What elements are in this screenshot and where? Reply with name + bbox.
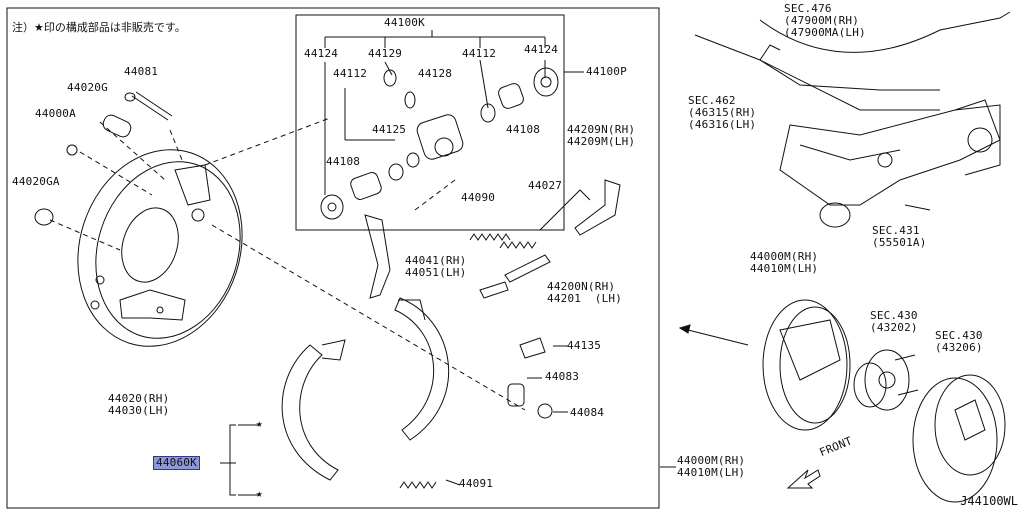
assembly-arrow bbox=[678, 324, 749, 346]
part-label-44112-right[interactable]: 44112 bbox=[462, 47, 497, 60]
part-label-44135[interactable]: 44135 bbox=[567, 339, 602, 352]
section-label-sec430-43202[interactable]: SEC.430 (43202) bbox=[870, 309, 918, 334]
part-label-44020[interactable]: 44020(RH) 44030(LH) bbox=[108, 392, 170, 417]
label-leaders bbox=[220, 204, 931, 496]
fastener-drawings bbox=[34, 91, 173, 226]
part-label-44200[interactable]: 44200N(RH) 44201 (LH) bbox=[547, 280, 623, 305]
part-label-44060K-selected[interactable]: 44060K bbox=[153, 456, 200, 470]
kit-bracket-lines bbox=[324, 30, 546, 195]
part-label-44100K[interactable]: 44100K bbox=[384, 16, 425, 29]
part-label-44112-left[interactable]: 44112 bbox=[333, 67, 368, 80]
part-label-44027[interactable]: 44027 bbox=[528, 179, 563, 192]
part-label-44129[interactable]: 44129 bbox=[368, 47, 403, 60]
part-label-44108-left[interactable]: 44108 bbox=[326, 155, 361, 168]
front-arrow bbox=[786, 469, 821, 489]
part-label-44090[interactable]: 44090 bbox=[461, 191, 496, 204]
section-label-sec476[interactable]: SEC.476 (47900M(RH) (47900MA(LH) bbox=[784, 2, 866, 39]
part-label-44124-right[interactable]: 44124 bbox=[524, 43, 559, 56]
vehicle-assembly-drawing bbox=[694, 11, 1011, 228]
part-label-44000M-side[interactable]: 44000M(RH) 44010M(LH) bbox=[750, 250, 819, 275]
hub-drum-drawing bbox=[762, 299, 1006, 503]
part-label-44000M-main[interactable]: 44000M(RH) 44010M(LH) bbox=[677, 454, 746, 479]
part-label-44081[interactable]: 44081 bbox=[124, 65, 159, 78]
part-label-44128[interactable]: 44128 bbox=[418, 67, 453, 80]
part-label-44020G[interactable]: 44020G bbox=[67, 81, 108, 94]
part-label-44209[interactable]: 44209N(RH) 44209M(LH) bbox=[567, 123, 636, 148]
part-label-44091[interactable]: 44091 bbox=[459, 477, 494, 490]
section-label-sec462[interactable]: SEC.462 (46315(RH) (46316(LH) bbox=[688, 94, 757, 131]
non-sale-note: 注）★印の構成部品は非販売です。 bbox=[12, 21, 186, 34]
part-label-44083[interactable]: 44083 bbox=[545, 370, 580, 383]
kit-44100K-box bbox=[295, 14, 565, 231]
section-label-sec431[interactable]: SEC.431 (55501A) bbox=[872, 224, 927, 249]
part-label-44041[interactable]: 44041(RH) 44051(LH) bbox=[405, 254, 467, 279]
part-label-44084[interactable]: 44084 bbox=[570, 406, 605, 419]
non-sale-star-top: ★ bbox=[256, 417, 263, 430]
spring-drawings bbox=[364, 179, 621, 489]
part-label-44100P[interactable]: 44100P bbox=[586, 65, 627, 78]
drawing-code: J44100WL bbox=[960, 494, 1018, 508]
main-frame bbox=[6, 7, 660, 509]
part-label-44125[interactable]: 44125 bbox=[372, 123, 407, 136]
backing-plate-drawing bbox=[77, 149, 243, 347]
part-label-44000A[interactable]: 44000A bbox=[35, 107, 76, 120]
brake-shoe-drawings bbox=[229, 297, 450, 496]
dashed-leaders bbox=[49, 117, 526, 411]
non-sale-star-bottom: ★ bbox=[256, 487, 263, 500]
part-label-44124-left[interactable]: 44124 bbox=[304, 47, 339, 60]
part-label-44020GA[interactable]: 44020GA bbox=[12, 175, 60, 188]
wheel-cylinder-drawings bbox=[320, 67, 559, 220]
part-label-44108-right[interactable]: 44108 bbox=[506, 123, 541, 136]
section-label-sec430-43206[interactable]: SEC.430 (43206) bbox=[935, 329, 983, 354]
